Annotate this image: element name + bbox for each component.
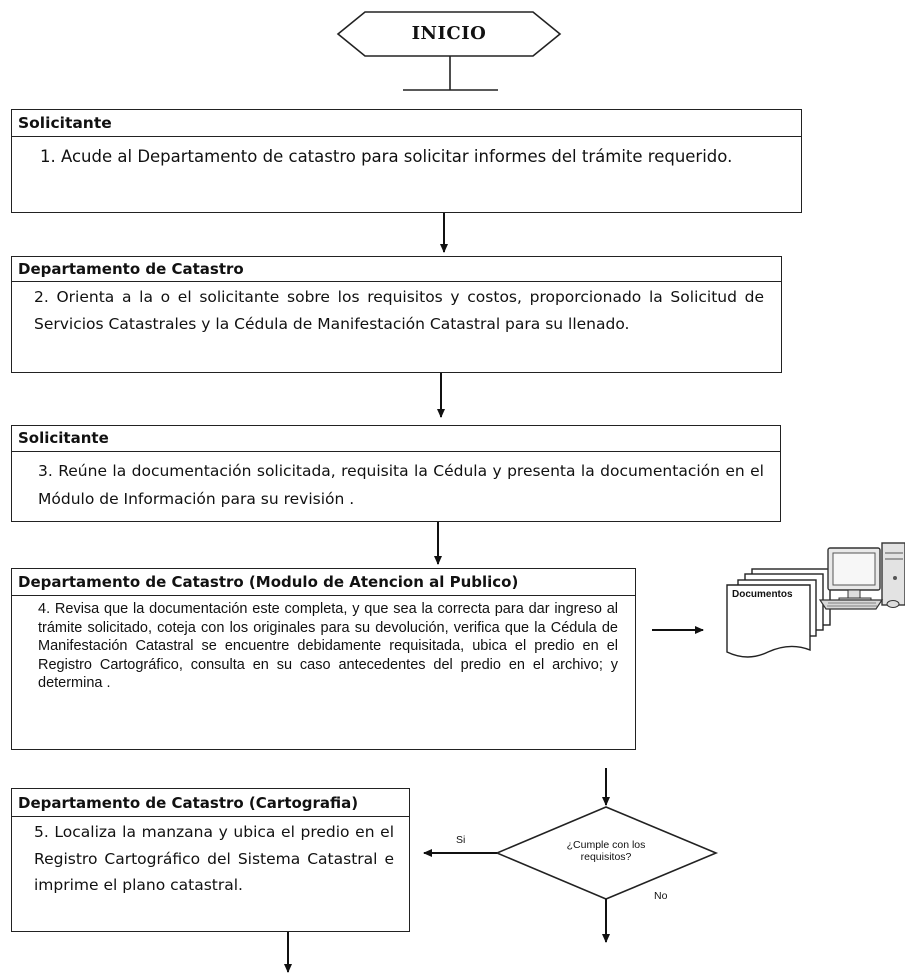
step-3-box: Solicitante 3. Reúne la documentación so… bbox=[11, 425, 781, 522]
step-2-actor: Departamento de Catastro bbox=[12, 257, 781, 282]
step-5-box: Departamento de Catastro (Cartografia) 5… bbox=[11, 788, 410, 932]
step-5-actor: Departamento de Catastro (Cartografia) bbox=[12, 789, 409, 817]
step-3-actor: Solicitante bbox=[12, 426, 780, 452]
start-label: INICIO bbox=[411, 23, 487, 44]
documents-icon bbox=[726, 568, 831, 658]
step-4-text: 4. Revisa que la documentación este comp… bbox=[38, 601, 618, 692]
start-terminator bbox=[336, 11, 562, 57]
step-1-box: Solicitante 1. Acude al Departamento de … bbox=[11, 109, 802, 213]
decision-yes-label: Si bbox=[456, 834, 466, 846]
step-3-text: 3. Reúne la documentación solicitada, re… bbox=[38, 462, 764, 508]
documents-label: Documentos bbox=[732, 589, 793, 600]
computer-icon bbox=[818, 542, 905, 610]
decision-no-label: No bbox=[654, 890, 668, 902]
decision-question: ¿Cumple con los requisitos? bbox=[566, 839, 646, 863]
step-5-text: 5. Localiza la manzana y ubica el predio… bbox=[34, 823, 394, 894]
step-1-text: 1. Acude al Departamento de catastro par… bbox=[40, 147, 733, 166]
step-2-text: 2. Orienta a la o el solicitante sobre l… bbox=[34, 288, 764, 333]
step-1-actor: Solicitante bbox=[12, 110, 801, 137]
step-2-box: Departamento de Catastro 2. Orienta a la… bbox=[11, 256, 782, 373]
step-4-actor: Departamento de Catastro (Modulo de Aten… bbox=[12, 569, 635, 596]
step-4-box: Departamento de Catastro (Modulo de Aten… bbox=[11, 568, 636, 750]
